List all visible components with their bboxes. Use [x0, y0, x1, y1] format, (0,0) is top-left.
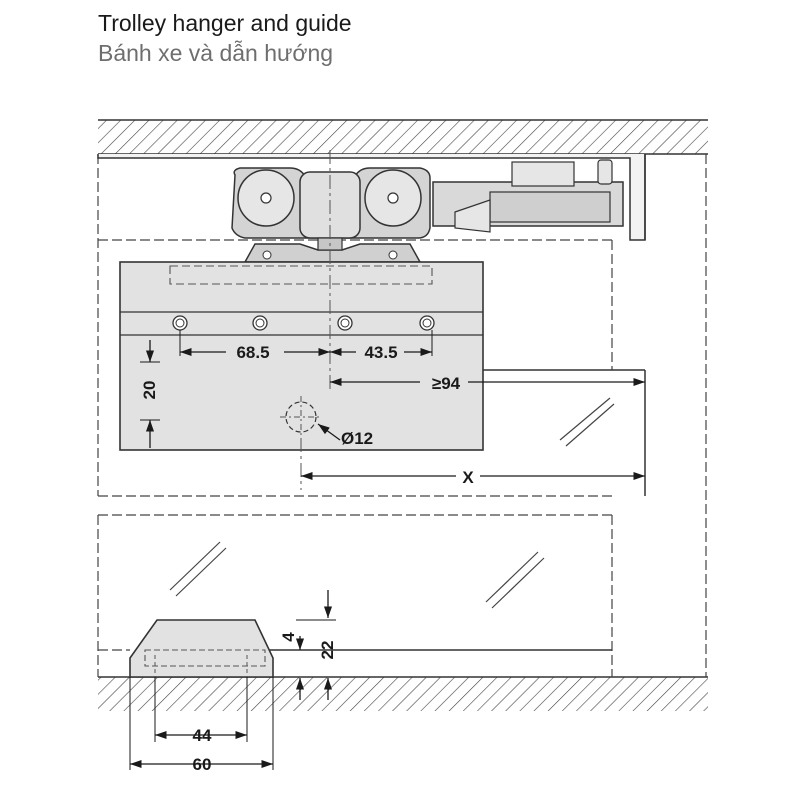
dim-4: 4	[279, 632, 298, 642]
dim-x: X	[462, 468, 474, 487]
track-rail	[97, 154, 646, 241]
dim-60: 60	[193, 755, 212, 774]
mounting-plate	[119, 261, 484, 451]
ceiling	[98, 119, 708, 155]
door-panel	[483, 369, 646, 496]
dim-68-5: 68.5	[236, 343, 269, 362]
diagram-subtitle: Bánh xe và dẫn hướng	[98, 40, 334, 66]
dashed-outline	[97, 154, 707, 677]
dim-94: ≥94	[432, 374, 461, 393]
dim-44: 44	[193, 726, 212, 745]
lower-door-panel	[169, 541, 612, 651]
dim-43-5: 43.5	[364, 343, 397, 362]
dim-12: Ø12	[341, 429, 373, 448]
dim-20: 20	[140, 381, 159, 400]
floor	[98, 676, 708, 711]
dimension-labels: 68.5 43.5 ≥94 20 Ø12 X 4 22 44 60	[140, 342, 480, 774]
header: Trolley hanger and guide Bánh xe và dẫn …	[98, 8, 352, 68]
dim-22: 22	[318, 641, 337, 660]
diagram-title: Trolley hanger and guide	[98, 10, 352, 36]
floor-guide	[129, 619, 274, 678]
trolley-hanger	[231, 159, 624, 263]
